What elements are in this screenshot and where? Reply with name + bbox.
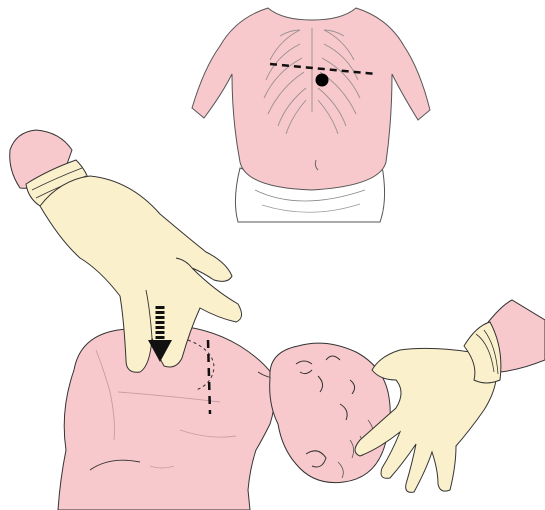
compression-point-icon [316, 74, 329, 87]
infant-head-icon [270, 343, 391, 483]
torso-landmark-view [192, 8, 430, 222]
infant-torso-icon [192, 8, 430, 190]
